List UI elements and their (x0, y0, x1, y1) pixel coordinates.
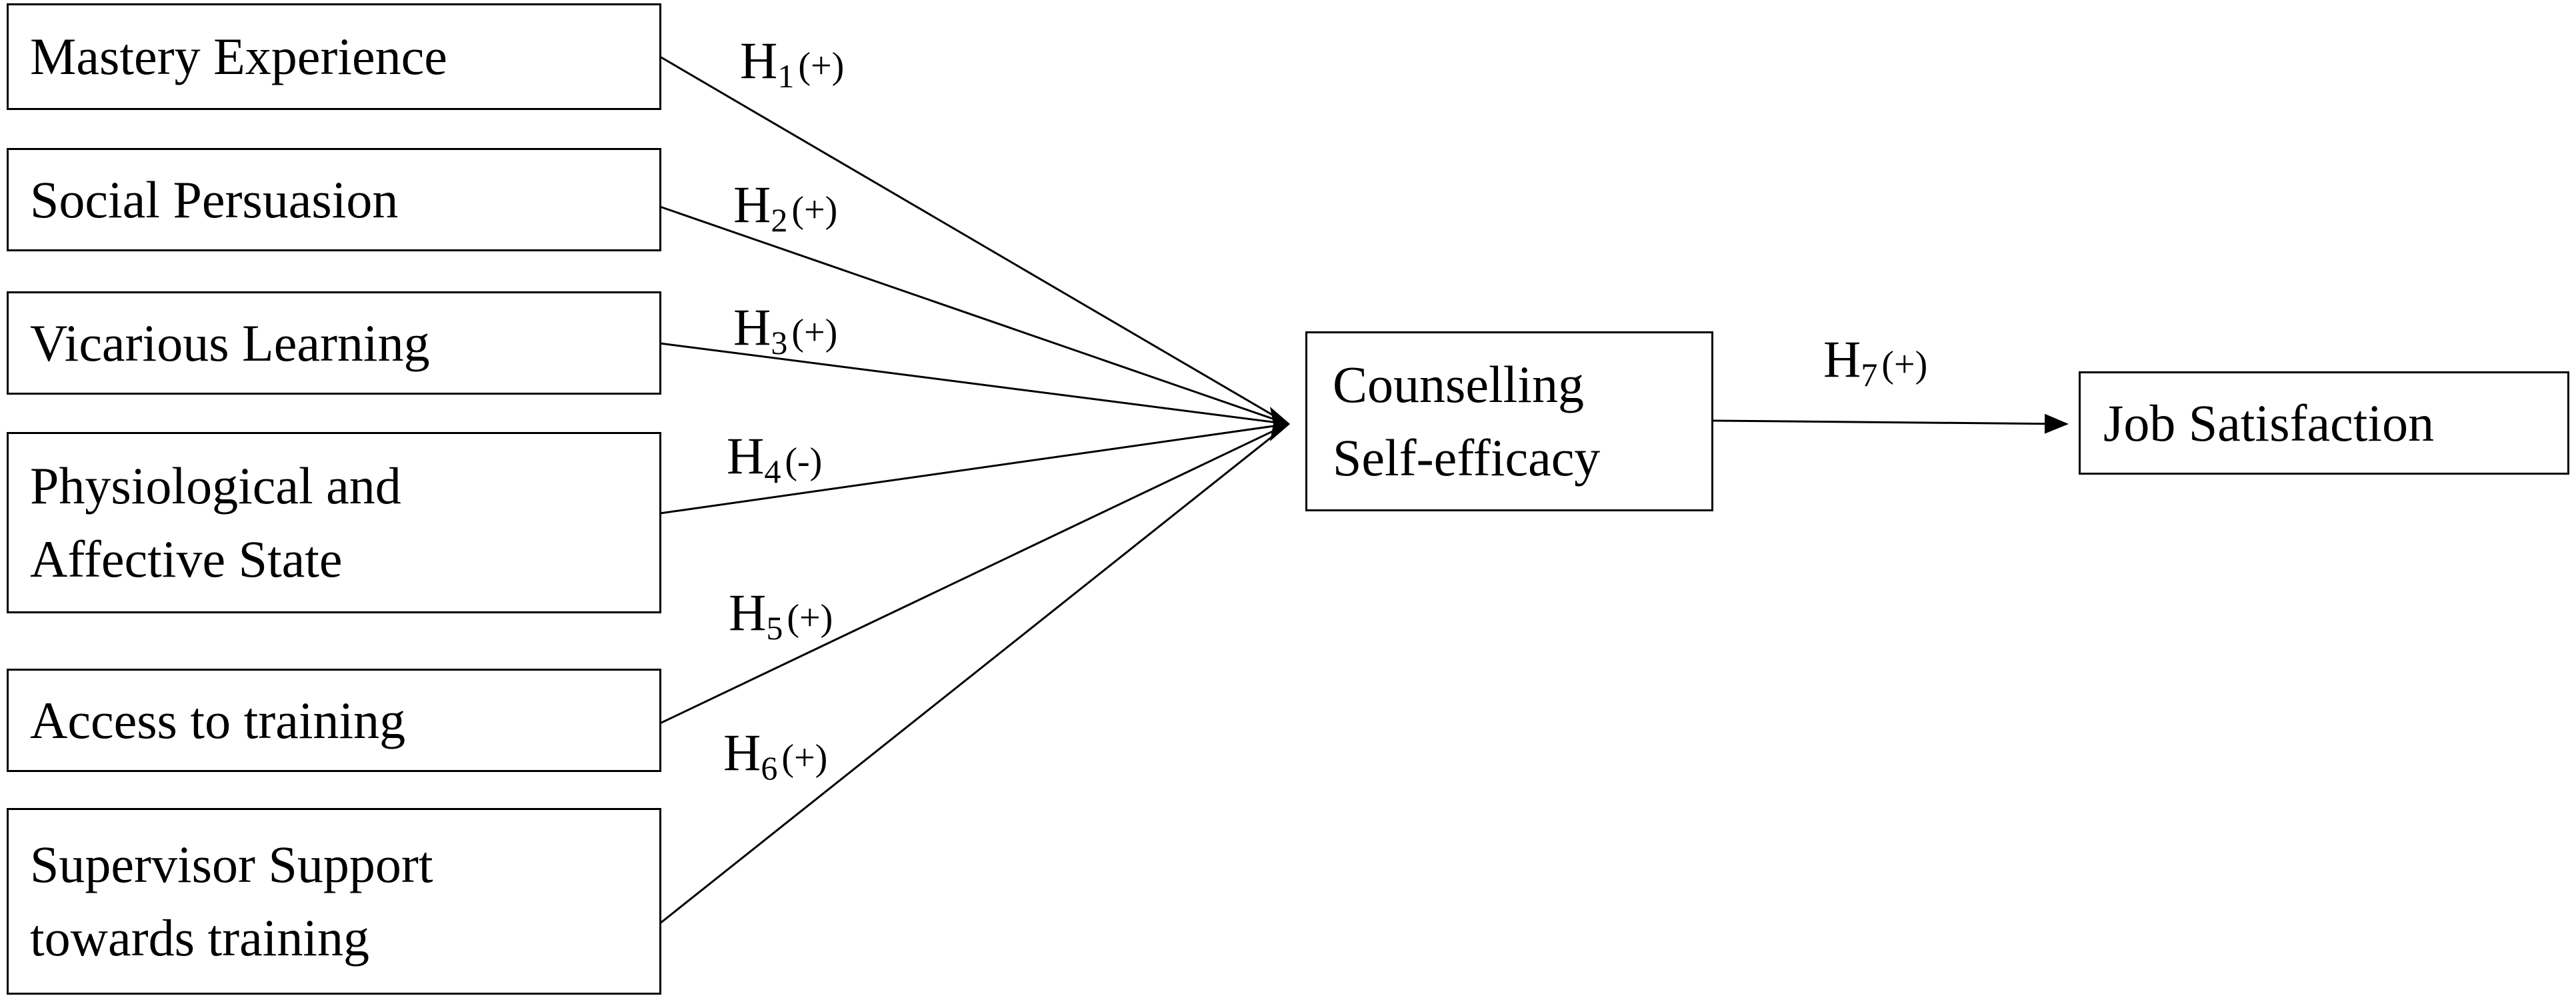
predictor-label-line-2: Affective State (30, 530, 343, 588)
predictor-label: Vicarious Learning (30, 313, 430, 372)
outcome-job-satisfaction-box: Job Satisfaction (2079, 371, 2569, 475)
path-h6-arrow (659, 423, 1289, 925)
convergence-arrowhead (1270, 407, 1290, 441)
path-h2-arrow (659, 205, 1289, 425)
predictor-label: Mastery Experience (30, 27, 447, 85)
predictor-vicarious-learning-box: Vicarious Learning (7, 291, 661, 395)
mediator-counselling-self-efficacy-box: Counselling Self-efficacy (1305, 331, 1713, 511)
path-h5-arrow (659, 423, 1289, 725)
path-h1-arrow (659, 55, 1289, 425)
hypothesis-h6-label: H6(+) (723, 723, 828, 787)
predictor-label: Social Persuasion (30, 170, 399, 229)
predictor-label-line-1: Supervisor Support (30, 835, 433, 893)
predictor-mastery-experience-box: Mastery Experience (7, 3, 661, 110)
predictor-label-line-1: Physiological and (30, 457, 401, 515)
hypothesis-h2-label: H2(+) (733, 175, 838, 239)
path-h7-arrow (1713, 413, 2069, 434)
predictor-supervisor-support-box: Supervisor Support towards training (7, 808, 661, 995)
predictor-label-line-2: towards training (30, 909, 370, 967)
path-h4-arrow (659, 423, 1289, 515)
hypothesis-h3-label: H3(+) (733, 298, 838, 361)
path-h3-arrow (659, 342, 1289, 425)
hypothesis-h4-label: H4(-) (727, 427, 823, 490)
hypothesis-h7-label: H7(+) (1823, 330, 1928, 393)
outcome-label: Job Satisfaction (2103, 393, 2435, 452)
predictor-social-persuasion-box: Social Persuasion (7, 148, 661, 251)
predictor-access-to-training-box: Access to training (7, 669, 661, 772)
hypothesis-h5-label: H5(+) (729, 583, 833, 647)
hypothesis-h1-label: H1(+) (740, 31, 845, 95)
predictor-label: Access to training (30, 691, 406, 749)
mediator-label-line-1: Counselling (1333, 355, 1585, 413)
predictor-physiological-affective-box: Physiological and Affective State (7, 432, 661, 613)
mediator-label-line-2: Self-efficacy (1333, 429, 1601, 487)
